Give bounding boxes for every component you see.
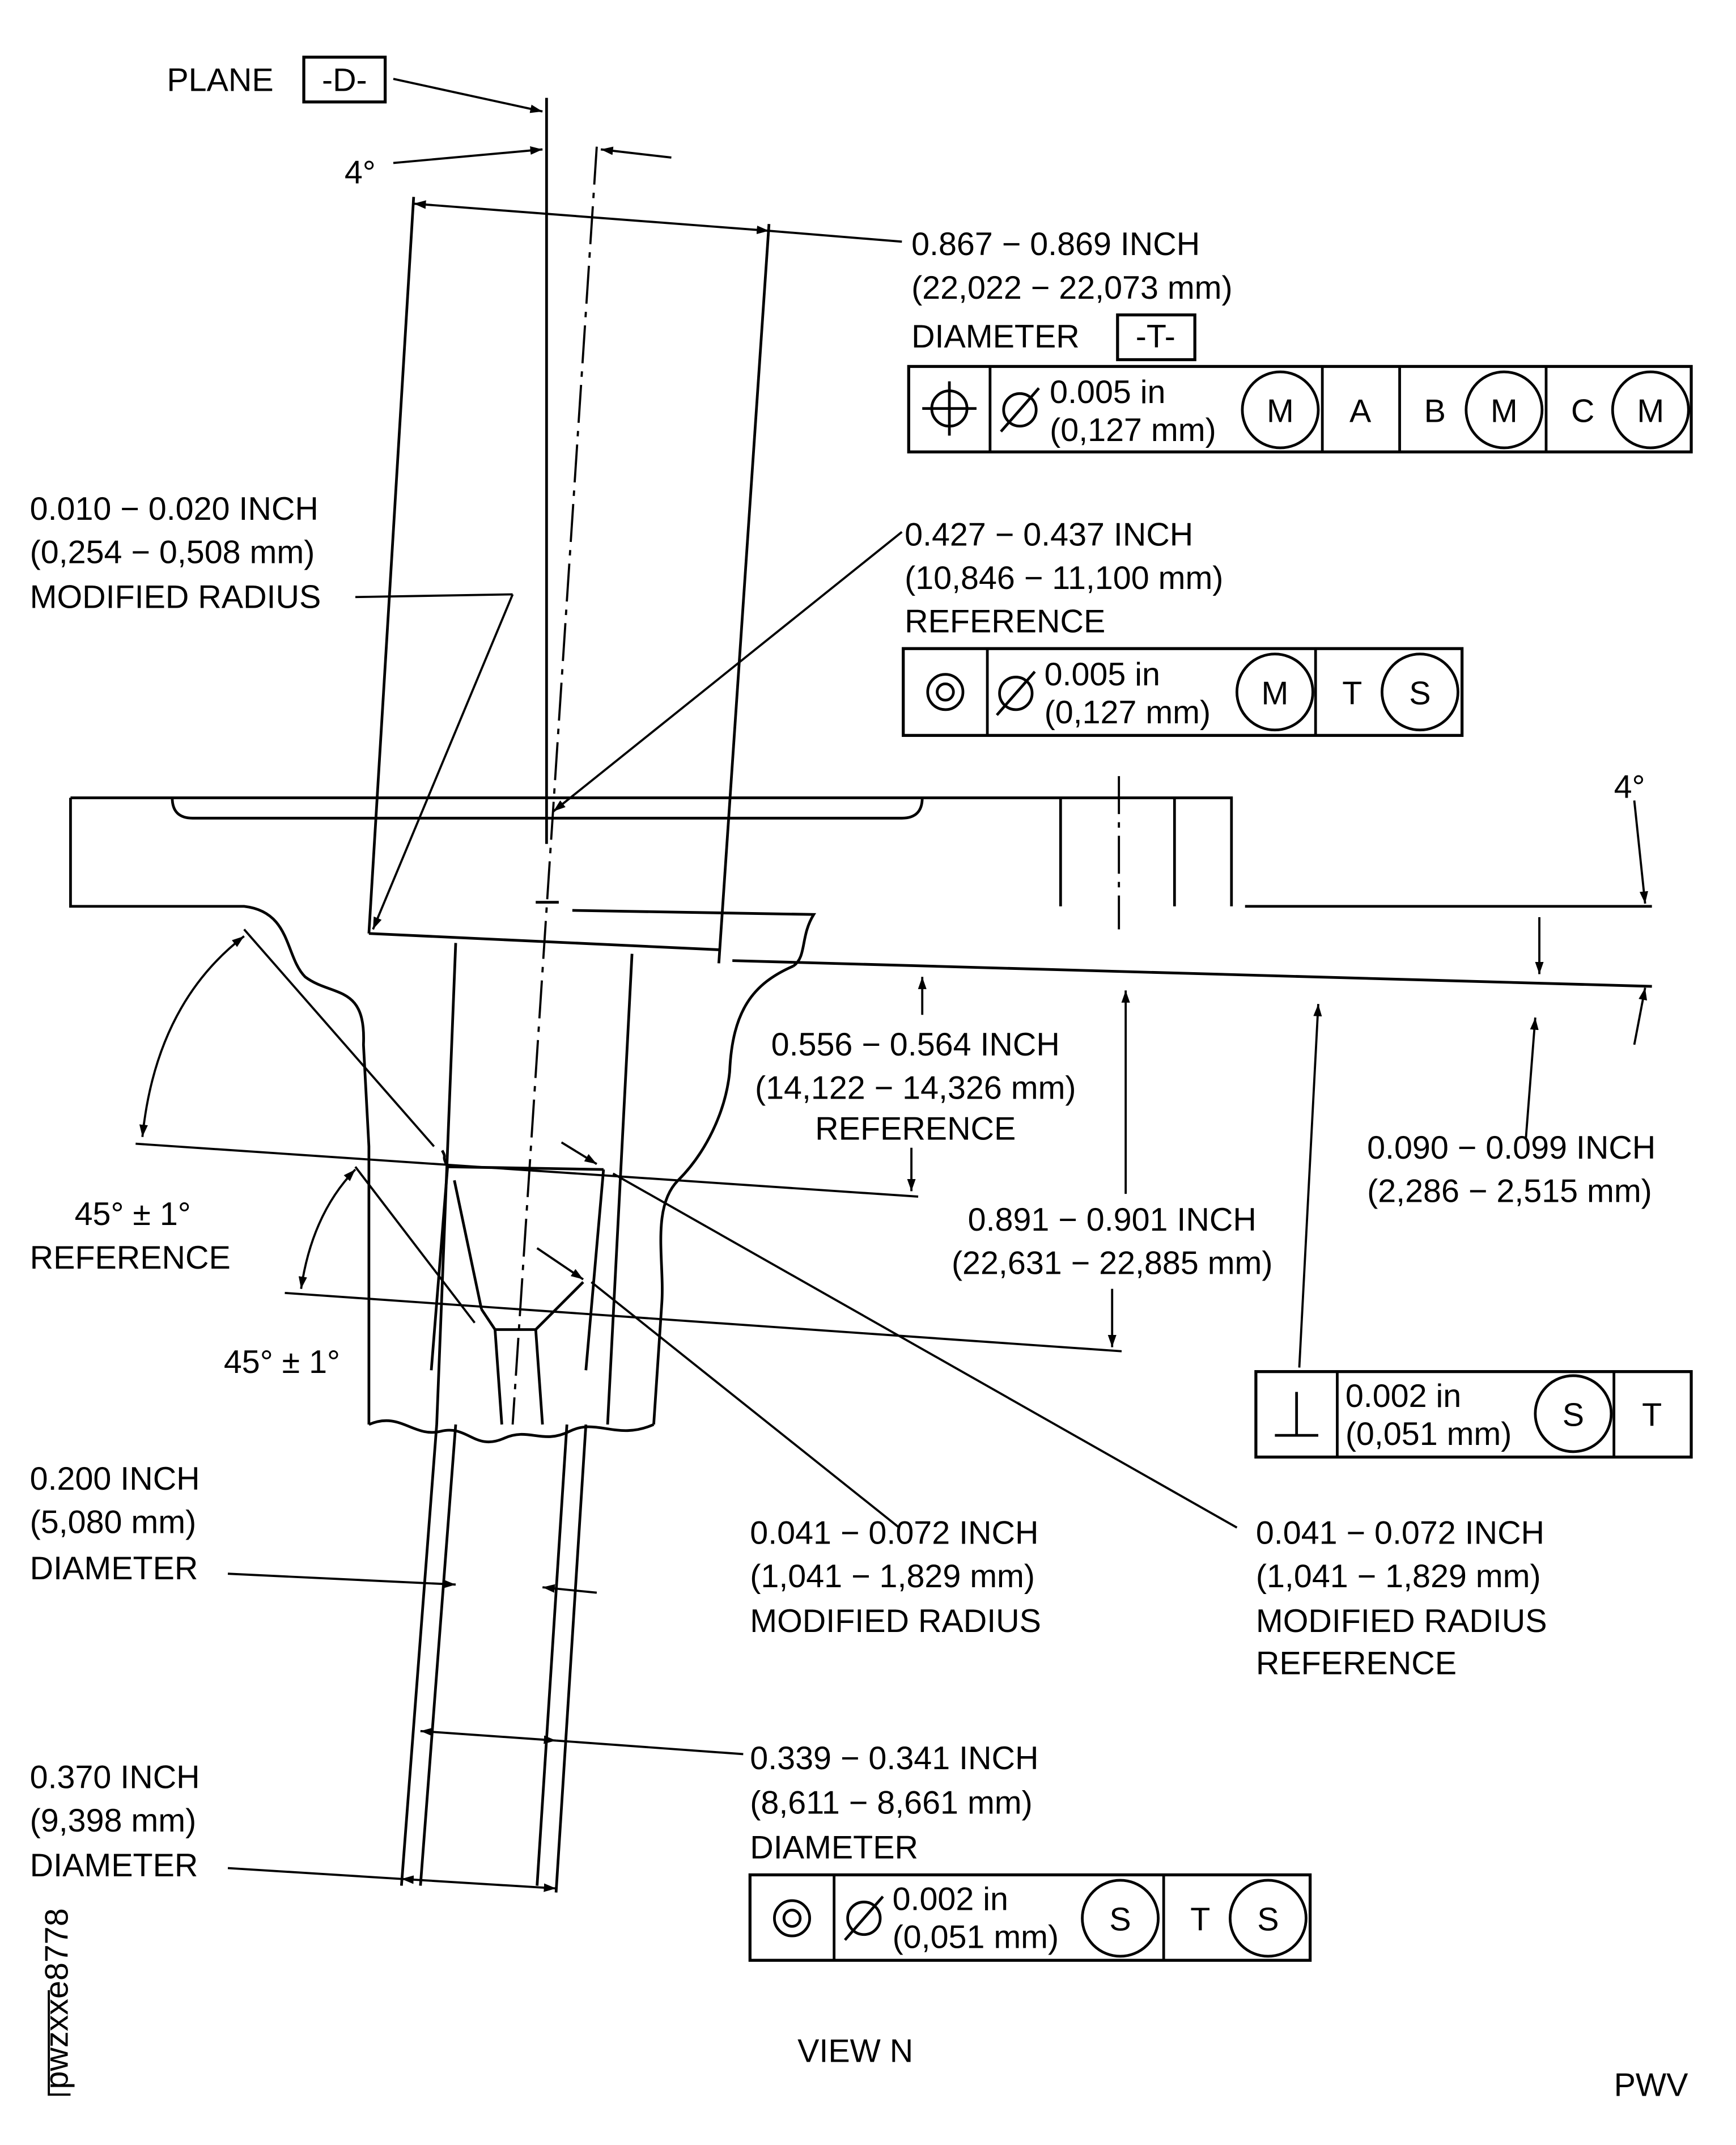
angle-45-reference: 45° ± 1° REFERENCE — [30, 1196, 231, 1276]
modifier-circle — [1241, 370, 1320, 450]
diameter-icon — [1000, 387, 1040, 433]
angle-45: 45° ± 1° — [224, 1344, 340, 1380]
dim-0010: 0.010 − 0.020 INCH (0,254 − 0,508 mm) MO… — [30, 491, 321, 616]
tolerance-mm: (0,127 mm) — [1050, 412, 1216, 448]
dim-text: 0.370 INCH — [30, 1759, 200, 1795]
dim-text: (8,611 − 8,661 mm) — [750, 1785, 1032, 1821]
angle-top: 4° — [345, 154, 376, 190]
tolerance-in: 0.002 in — [1345, 1378, 1461, 1414]
dim-text: 0.427 − 0.437 INCH — [905, 516, 1193, 553]
dim-0891: 0.891 − 0.901 INCH (22,631 − 22,885 mm) — [952, 1202, 1273, 1282]
dim-0427: 0.427 − 0.437 INCH (10,846 − 11,100 mm) … — [905, 516, 1223, 639]
datum-ref: A — [1349, 393, 1372, 430]
modifier: M — [1267, 393, 1294, 430]
dim-text: REFERENCE — [1256, 1645, 1457, 1681]
dim-text: DIAMETER — [750, 1830, 918, 1866]
concentricity-icon — [773, 1899, 811, 1938]
dim-0370: 0.370 INCH (9,398 mm) DIAMETER — [30, 1759, 200, 1884]
dim-text: DIAMETER — [30, 1847, 198, 1884]
tolerance-mm: (0,127 mm) — [1045, 694, 1211, 731]
dim-0090: 0.090 − 0.099 INCH (2,286 − 2,515 mm) — [1367, 1130, 1656, 1210]
dim-text: (9,398 mm) — [30, 1803, 197, 1839]
dimension-lines — [135, 78, 1648, 1892]
dim-text: 0.200 INCH — [30, 1461, 200, 1497]
fcf-perpendicularity: 0.002 in (0,051 mm) S T — [1254, 1370, 1693, 1459]
dim-0200: 0.200 INCH (5,080 mm) DIAMETER — [30, 1461, 200, 1587]
tolerance-in: 0.002 in — [893, 1881, 1008, 1918]
dim-text: (0,254 − 0,508 mm) — [30, 534, 315, 570]
dim-text: REFERENCE — [815, 1110, 1016, 1147]
dim-text: MODIFIED RADIUS — [1256, 1603, 1547, 1639]
dim-text: DIAMETER — [911, 319, 1080, 355]
fcf-position: 0.005 in (0,127 mm) M A B M C M — [907, 364, 1693, 453]
dim-text: REFERENCE — [905, 603, 1105, 639]
dim-text: 0.867 − 0.869 INCH — [911, 226, 1200, 262]
corner-label: PWV — [1614, 2067, 1688, 2103]
datum-box-t — [1116, 313, 1196, 362]
modifier: M — [1637, 393, 1664, 430]
modifier: M — [1491, 393, 1518, 430]
modifier: S — [1409, 675, 1431, 711]
datum-ref: B — [1424, 393, 1446, 430]
dim-text: (22,022 − 22,073 mm) — [911, 270, 1233, 306]
datum-box-d — [302, 56, 387, 104]
dim-text: (1,041 − 1,829 mm) — [1256, 1558, 1541, 1595]
dim-0867: 0.867 − 0.869 INCH (22,022 − 22,073 mm) … — [911, 226, 1233, 362]
tolerance-in: 0.005 in — [1050, 374, 1165, 410]
dim-0041-a: 0.041 − 0.072 INCH (1,041 − 1,829 mm) MO… — [750, 1515, 1041, 1640]
dim-text: 0.041 − 0.072 INCH — [1256, 1515, 1544, 1551]
concentricity-icon — [926, 673, 965, 711]
dim-text: (10,846 − 11,100 mm) — [905, 560, 1223, 596]
dim-text: REFERENCE — [30, 1240, 231, 1276]
tolerance-mm: (0,051 mm) — [893, 1919, 1059, 1956]
dim-text: (1,041 − 1,829 mm) — [750, 1558, 1035, 1595]
dim-text: 0.090 − 0.099 INCH — [1367, 1130, 1656, 1166]
modifier: S — [1109, 1902, 1131, 1938]
dim-text: (22,631 − 22,885 mm) — [952, 1245, 1273, 1281]
datum-t: -T- — [1136, 319, 1175, 355]
datum-ref: T — [1342, 675, 1362, 711]
plane-d-label: PLANE -D- — [167, 56, 387, 104]
fcf-concentricity-2: 0.002 in (0,051 mm) S T S — [748, 1873, 1312, 1962]
tolerance-in: 0.005 in — [1045, 656, 1160, 693]
diameter-icon — [996, 671, 1036, 717]
angle-right: 4° — [1614, 769, 1645, 805]
fcf-concentricity-1: 0.005 in (0,127 mm) M T S — [902, 647, 1464, 737]
dim-0339: 0.339 − 0.341 INCH (8,611 − 8,661 mm) DI… — [750, 1740, 1038, 1866]
perpendicularity-icon — [1275, 1392, 1318, 1437]
dim-text: (2,286 − 2,515 mm) — [1367, 1173, 1652, 1210]
dim-text: 0.041 − 0.072 INCH — [750, 1515, 1038, 1551]
diameter-icon — [844, 1896, 884, 1941]
datum-ref: T — [1190, 1902, 1210, 1938]
dim-text: (14,122 − 14,326 mm) — [755, 1070, 1076, 1107]
part-outline — [69, 98, 1652, 1893]
plane-label: PLANE — [167, 62, 273, 99]
figure-id-text: pwzxxe8778 — [39, 1908, 75, 2089]
datum-d: -D- — [322, 62, 367, 99]
dim-text: MODIFIED RADIUS — [30, 579, 321, 615]
tolerance-mm: (0,051 mm) — [1345, 1416, 1512, 1452]
figure-id: pwzxxe8778 — [39, 1908, 75, 2096]
dim-text: 0.339 − 0.341 INCH — [750, 1740, 1038, 1777]
position-icon — [922, 381, 977, 436]
dim-text: 0.010 − 0.020 INCH — [30, 491, 319, 527]
modifier: S — [1563, 1397, 1584, 1433]
dim-text: 45° ± 1° — [75, 1196, 191, 1232]
dim-text: (5,080 mm) — [30, 1504, 197, 1540]
datum-ref: T — [1642, 1397, 1662, 1433]
modifier: S — [1257, 1902, 1279, 1938]
dim-text: 0.556 − 0.564 INCH — [771, 1027, 1060, 1063]
dim-text: MODIFIED RADIUS — [750, 1603, 1041, 1639]
view-label: VIEW N — [797, 2033, 913, 2070]
dim-text: DIAMETER — [30, 1550, 198, 1587]
dim-0041-b: 0.041 − 0.072 INCH (1,041 − 1,829 mm) MO… — [1256, 1515, 1547, 1682]
dim-0556: 0.556 − 0.564 INCH (14,122 − 14,326 mm) … — [755, 1027, 1076, 1147]
modifier: M — [1261, 675, 1288, 711]
dim-text: 0.891 − 0.901 INCH — [968, 1202, 1257, 1238]
datum-ref: C — [1571, 393, 1594, 430]
